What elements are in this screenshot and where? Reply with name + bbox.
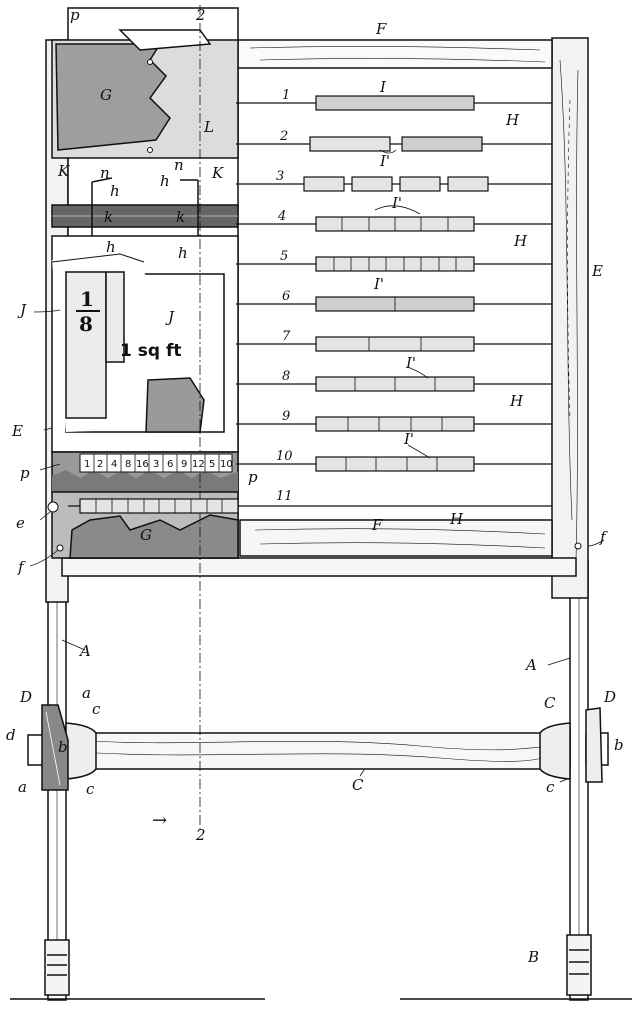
counter-divisions	[95, 217, 457, 513]
label-I-prime-10: I'	[403, 430, 414, 448]
rod-number-9: 9	[282, 409, 290, 424]
rod-number-1: 1	[282, 88, 290, 103]
rod-number-4: 4	[277, 209, 286, 224]
label-K-left: K	[57, 162, 70, 180]
label-top-2: 2	[195, 6, 206, 24]
label-I: I	[379, 78, 387, 96]
fixtures	[47, 59, 582, 552]
fraction-numerator: 1	[80, 287, 94, 311]
label-h-low-left: h	[106, 238, 116, 256]
label-I-prime-3: I'	[391, 194, 402, 212]
label-c-left-top: c	[92, 700, 101, 718]
rod-number-2: 2	[279, 129, 288, 144]
label-a-top: a	[82, 684, 91, 702]
reference-letters: p 2 F I H I' G L K K n n h h k k h h I' …	[6, 6, 624, 966]
bottom-rail	[61, 519, 577, 577]
fraction-denominator: 8	[79, 312, 93, 336]
label-d: d	[6, 726, 16, 744]
slate-card: 1 8 1 sq ft	[76, 287, 181, 361]
label-c-left-bottom: c	[86, 780, 95, 798]
label-f-right: f	[599, 528, 608, 546]
arrow-glyph: →	[152, 810, 167, 831]
label-C-center: C	[352, 776, 364, 794]
label-G-top: G	[100, 86, 112, 104]
strip-cell-10: 5	[209, 459, 215, 470]
leader-lines	[29, 149, 605, 783]
label-bottom-2: 2	[195, 826, 206, 844]
label-top-p: p	[70, 6, 80, 24]
strip-cell-2: 2	[97, 459, 103, 470]
left-bracket	[27, 704, 69, 791]
label-J-left: J	[17, 301, 27, 319]
label-n-right: n	[174, 156, 184, 174]
strip-cell-7: 6	[167, 459, 173, 470]
label-A-left: A	[78, 642, 91, 660]
number-strip: 1 2 4 8 16 3 6 9 12 5 10	[79, 453, 233, 473]
label-I-prime-2: I'	[379, 152, 390, 170]
right-frame-post	[551, 37, 589, 599]
label-H2: H	[513, 232, 528, 250]
label-h-low-right: h	[178, 244, 188, 262]
strip-cell-8: 9	[181, 459, 187, 470]
strip-cell-4: 8	[125, 459, 131, 470]
strip-cell-3: 4	[111, 459, 117, 470]
label-a-bottom: a	[18, 778, 27, 796]
label-h1: h	[110, 182, 120, 200]
label-I-prime-8: I'	[405, 354, 416, 372]
label-b-right: b	[614, 736, 624, 754]
label-B: B	[527, 948, 539, 966]
label-J-right: J	[165, 308, 175, 326]
label-p-left: p	[20, 464, 30, 482]
label-b-left: b	[58, 738, 68, 756]
label-D-right: D	[603, 688, 616, 706]
label-H1: H	[505, 111, 520, 129]
right-bracket	[585, 707, 609, 783]
label-K-right: K	[211, 164, 224, 182]
label-E-left: E	[11, 422, 23, 440]
rod-number-11: 11	[276, 489, 293, 504]
rod-numbers: 1 2 3 4 5 6 7 8 9 10 11	[276, 88, 293, 504]
label-H3: H	[509, 392, 524, 410]
rod-number-3: 3	[276, 169, 284, 184]
label-C-right-top: C	[544, 694, 556, 712]
rod-number-5: 5	[280, 249, 288, 264]
strip-cell-9: 12	[192, 459, 205, 470]
rod-number-8: 8	[282, 369, 290, 384]
strip-cell-11: 10	[220, 459, 233, 470]
rod-number-7: 7	[282, 329, 291, 344]
left-panel	[51, 7, 239, 559]
label-k-left: k	[104, 208, 113, 226]
area-text: 1 sq ft	[120, 341, 181, 361]
label-E-right: E	[591, 262, 603, 280]
label-n-left: n	[100, 164, 110, 182]
rod-number-6: 6	[282, 289, 290, 304]
label-A-right: A	[524, 656, 537, 674]
label-e-left: e	[16, 514, 25, 532]
strip-cell-1: 1	[84, 459, 90, 470]
label-f-left: f	[17, 558, 26, 576]
label-c-right-bottom: c	[546, 778, 555, 796]
label-G-bottom: G	[140, 526, 152, 544]
label-F-top: F	[375, 20, 387, 38]
crossbar	[65, 722, 571, 780]
label-H4: H	[449, 510, 464, 528]
label-k-right: k	[176, 208, 185, 226]
label-I-prime-5: I'	[373, 275, 384, 293]
strip-cell-5: 16	[136, 459, 149, 470]
rod-number-10: 10	[276, 449, 293, 464]
strip-cell-6: 3	[153, 459, 159, 470]
label-h2: h	[160, 172, 170, 190]
top-rail	[235, 39, 553, 69]
label-p-right: p	[248, 468, 258, 486]
label-D-left: D	[19, 688, 32, 706]
label-F-bottom: F	[371, 516, 383, 534]
label-L: L	[203, 118, 214, 136]
